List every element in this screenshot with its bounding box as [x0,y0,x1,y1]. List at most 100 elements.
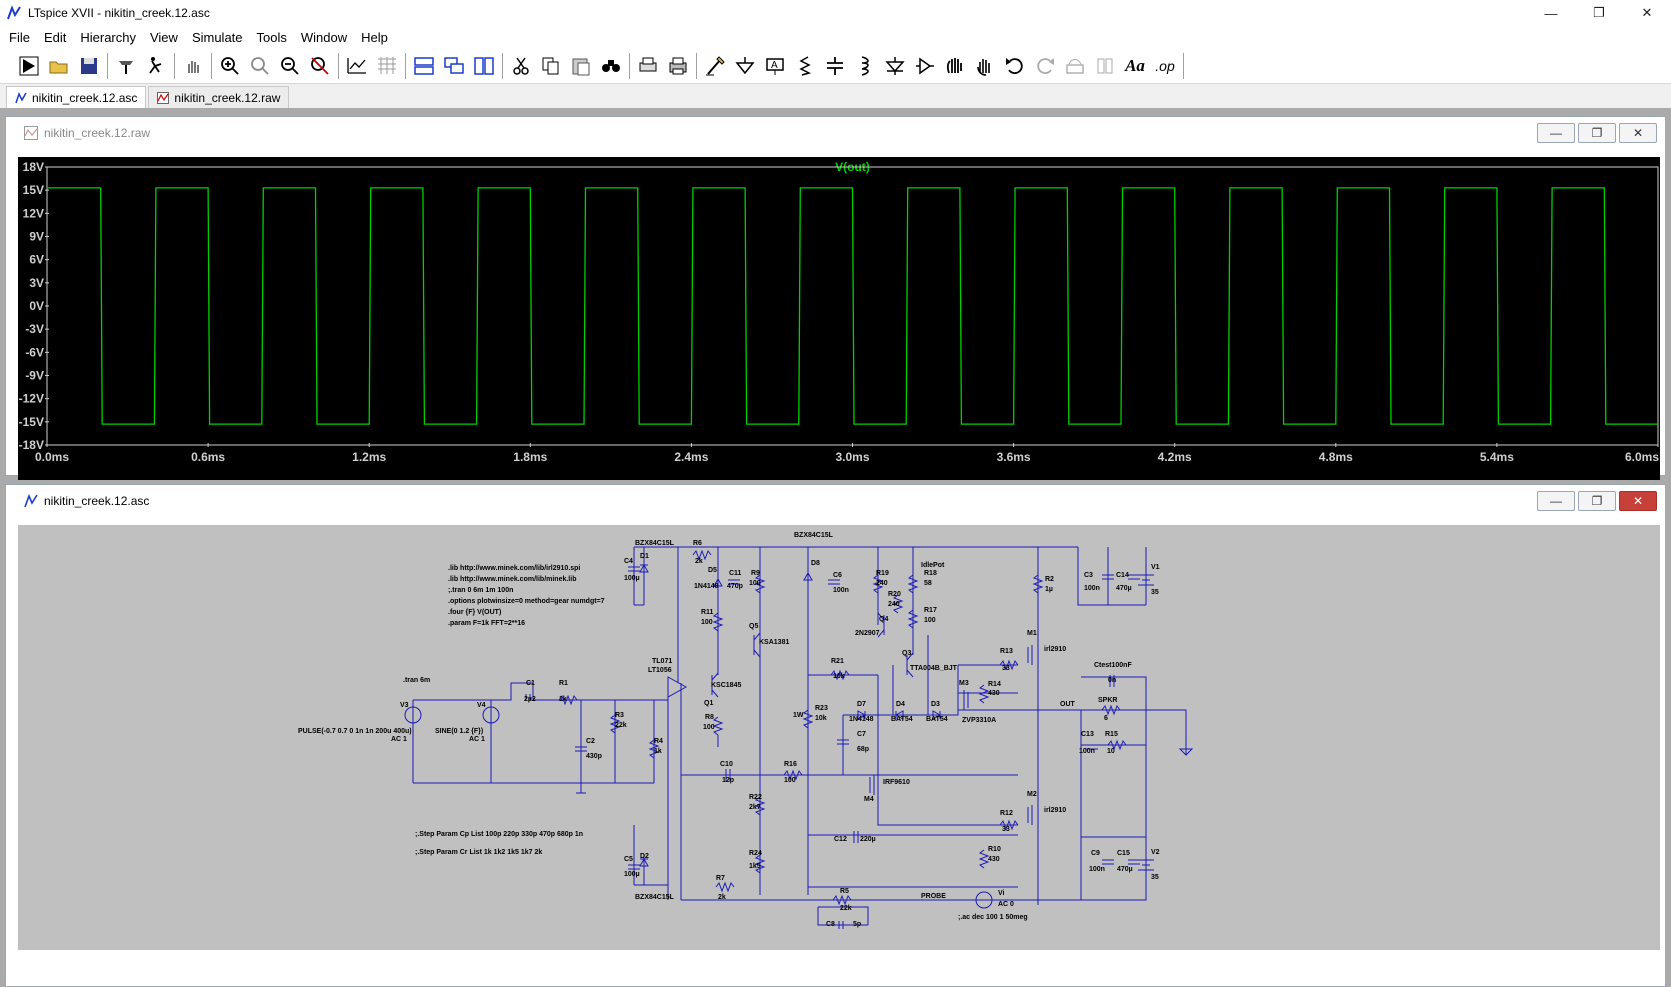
resistor-r16[interactable] [783,769,803,781]
resistor-r8[interactable] [712,716,724,736]
mosfet-m1[interactable] [1027,645,1033,665]
tile-vertical-button[interactable] [469,51,499,81]
x-tick-label[interactable]: 0.0ms [35,450,69,464]
component-label[interactable]: 35 [1151,874,1159,881]
resistor-r12[interactable] [999,819,1019,831]
step-directive-cp[interactable]: ;.Step Param Cp List 100p 220p 330p 470p… [415,831,583,838]
resistor-r6[interactable] [692,549,712,561]
component-label[interactable]: 240 [888,601,900,608]
move-button[interactable] [940,51,970,81]
component-label[interactable]: 68p [857,746,869,753]
waveform-minimize-button[interactable]: — [1537,123,1575,143]
trace-vout[interactable] [47,187,1658,425]
component-label[interactable]: 1W [793,712,804,719]
component-label[interactable]: 470µ [1117,866,1133,873]
component-label[interactable]: 2µ2 [524,696,536,703]
source-v4-ac-text[interactable]: AC 1 [469,736,485,743]
component-label[interactable]: C12 [834,836,847,843]
zoom-in-button[interactable] [215,51,245,81]
component-label[interactable]: Q4 [879,616,888,623]
x-tick-label[interactable]: 0.6ms [191,450,225,464]
component-label[interactable]: R7 [716,875,725,882]
component-label[interactable]: KSA1381 [759,639,789,646]
diode-d5[interactable] [713,577,723,587]
zener-d8[interactable] [803,571,813,581]
x-tick-label[interactable]: 1.2ms [352,450,386,464]
capacitor-ctest[interactable] [1109,675,1115,687]
source-v3-ac-text[interactable]: AC 1 [391,736,407,743]
component-label[interactable]: Q5 [749,623,758,630]
component-label[interactable]: R9 [751,570,760,577]
capacitor-c10[interactable] [725,769,731,781]
menu-help[interactable]: Help [361,29,388,45]
y-tick-label[interactable]: -12V [19,392,44,406]
y-tick-label[interactable]: -6V [25,345,44,359]
resistor-r2[interactable] [1032,574,1044,594]
component-label[interactable]: KSC1845 [711,682,741,689]
component-label[interactable]: R22 [749,794,762,801]
resistor-r19[interactable] [872,574,884,594]
component-label[interactable]: 2k [718,894,726,901]
component-label[interactable]: R4 [654,738,663,745]
component-label[interactable]: D7 [857,701,866,708]
component-label[interactable]: 430 [988,856,1000,863]
step-directive-cr[interactable]: ;.Step Param Cr List 1k 1k2 1k5 1k7 2k [415,849,542,856]
component-label[interactable]: R10 [988,846,1001,853]
component-label[interactable]: R24 [749,850,762,857]
component-label[interactable]: AC 0 [998,901,1014,908]
component-label[interactable]: R8 [705,714,714,721]
resistor-r9[interactable] [754,574,766,594]
component-label[interactable]: R16 [784,761,797,768]
transistor-q5[interactable] [753,632,761,658]
menu-file[interactable]: File [9,29,30,45]
resistor-r21[interactable] [830,669,850,681]
component-label[interactable]: R14 [988,681,1001,688]
find-button[interactable] [596,51,626,81]
resistor-r22[interactable] [754,796,766,816]
component-label[interactable]: R20 [888,591,901,598]
component-label[interactable]: V3 [400,702,409,709]
component-label[interactable]: BZX84C15L [794,532,834,539]
component-label[interactable]: R12 [1000,810,1013,817]
drag-button[interactable] [970,51,1000,81]
component-label[interactable]: C8 [826,921,835,928]
component-label[interactable]: 1k [654,748,662,755]
component-label[interactable]: Vi [998,890,1005,897]
x-tick-label[interactable]: 3.6ms [997,450,1031,464]
component-label[interactable]: C10 [720,761,733,768]
diode-d7[interactable] [857,710,867,720]
component-label[interactable]: C15 [1117,850,1130,857]
resistor-r24[interactable] [754,854,766,874]
resistor-r10[interactable] [978,849,990,869]
component-label[interactable]: irl2910 [1044,646,1066,653]
tile-horizontal-button[interactable] [409,51,439,81]
component-label[interactable]: D3 [931,701,940,708]
component-label[interactable]: BAT54 [926,716,948,723]
component-label[interactable]: 240 [876,580,888,587]
component-label[interactable]: C14 [1116,572,1129,579]
component-label[interactable]: 100n [1084,585,1100,592]
cut-button[interactable] [506,51,536,81]
component-label[interactable]: Q1 [704,700,713,707]
resistor-r4[interactable] [648,739,660,759]
component-label[interactable]: 2k [695,558,703,565]
restore-button[interactable]: ❐ [1593,5,1605,20]
y-tick-label[interactable]: 6V [29,253,44,267]
wire-button[interactable] [700,51,730,81]
resistor-r7[interactable] [715,881,735,893]
component-label[interactable]: 430 [988,690,1000,697]
capacitor-c6[interactable] [828,579,840,585]
tran-directive-label[interactable]: .tran 6m [403,677,430,684]
component-label[interactable]: 100n [1079,748,1095,755]
pan-button[interactable] [178,51,208,81]
component-label[interactable]: R23 [815,705,828,712]
component-label[interactable]: 470µ [1116,585,1132,592]
component-labels[interactable]: BZX84C15LD1C4100µR62kD51N4148C11470pR910… [400,532,1160,928]
component-label[interactable]: C4 [624,558,633,565]
capacitor-c4[interactable] [628,566,640,572]
component-label[interactable]: LT1056 [648,667,672,674]
resistor-r5[interactable] [832,894,852,906]
waveform-restore-button[interactable]: ❐ [1578,123,1616,143]
component-label[interactable]: 100 [749,580,761,587]
